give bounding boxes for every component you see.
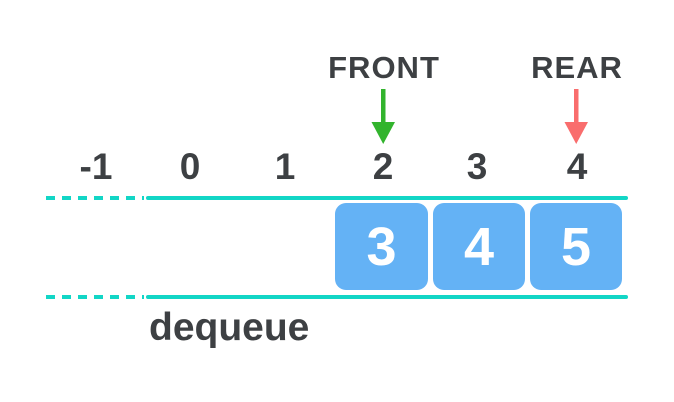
index-label-4: 4 xyxy=(566,146,588,187)
cell-value: 3 xyxy=(366,216,397,277)
cell-value: 4 xyxy=(463,216,495,277)
top-rail-dashed-segment xyxy=(46,196,144,200)
queue-cell: 3 xyxy=(335,203,428,290)
queue-cell: 4 xyxy=(433,203,525,290)
top-rail xyxy=(146,196,628,200)
index-label-0: 0 xyxy=(179,146,201,187)
rear-arrow-down-icon xyxy=(564,89,588,144)
index-label-1: 1 xyxy=(274,146,296,187)
index-label-3: 3 xyxy=(466,146,488,187)
front-arrow-down-icon xyxy=(371,89,395,144)
front-pointer-label: FRONT xyxy=(328,50,440,85)
rear-pointer-label: REAR xyxy=(531,50,623,85)
bottom-rail xyxy=(146,295,628,299)
bottom-rail-dashed-segment xyxy=(46,295,144,299)
index-label-neg1: -1 xyxy=(79,146,113,187)
queue-cell: 5 xyxy=(530,203,622,290)
index-label-2: 2 xyxy=(372,146,394,187)
operation-label: dequeue xyxy=(149,306,310,349)
cell-value: 5 xyxy=(560,216,592,277)
